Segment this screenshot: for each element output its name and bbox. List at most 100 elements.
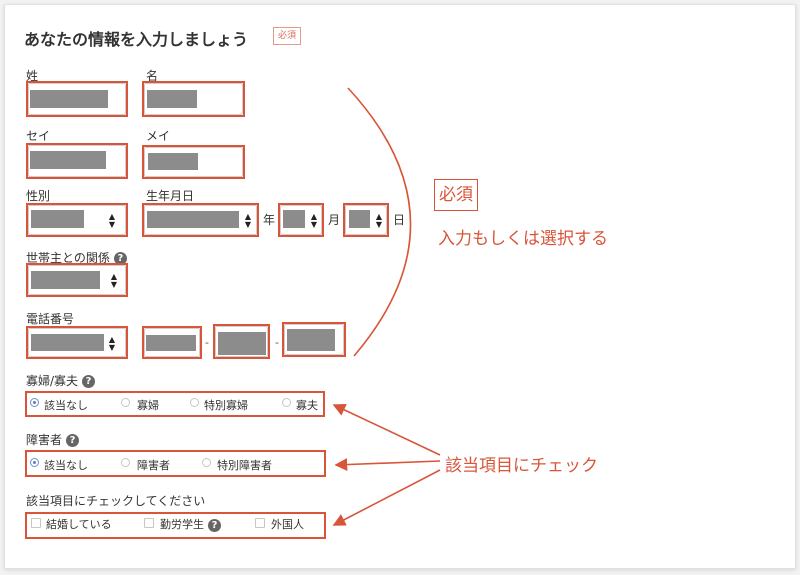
married-checkbox[interactable] — [31, 518, 41, 528]
phone-label: 電話番号 — [26, 312, 75, 326]
masked-value — [147, 211, 239, 228]
radio-label[interactable]: 特別障害者 — [217, 459, 272, 472]
radio-option[interactable] — [121, 458, 130, 467]
radio-option[interactable] — [202, 458, 211, 467]
radio-selected-icon — [30, 458, 39, 467]
highlight-frame — [213, 324, 270, 359]
checkbox-label: 勤労学生? — [160, 516, 221, 532]
required-badge: 必須 — [273, 27, 302, 45]
masked-value — [31, 334, 104, 351]
last-name-label: 姓 — [26, 69, 39, 83]
masked-value — [30, 90, 108, 108]
radio-option[interactable] — [282, 398, 291, 407]
highlight-frame — [25, 391, 325, 417]
select-arrows-icon: ▲▼ — [244, 213, 252, 229]
arrow-glyph: ▼ — [375, 220, 383, 229]
masked-value — [30, 151, 106, 169]
highlight-frame — [142, 81, 245, 117]
first-name-kana-label: メイ — [146, 129, 171, 143]
phone-separator: - — [275, 336, 279, 349]
bracket-curve — [347, 87, 412, 357]
masked-value — [283, 210, 305, 228]
arrow-applicable — [332, 469, 441, 526]
select-arrows-icon: ▲▼ — [108, 336, 116, 352]
masked-value — [349, 210, 370, 228]
annotation-required: 必須 — [434, 179, 478, 211]
widow-label: 寡婦/寡夫? — [26, 372, 96, 389]
masked-value — [218, 332, 266, 355]
select-arrows-icon: ▲▼ — [108, 213, 116, 229]
checkbox-label[interactable]: 外国人 — [271, 518, 304, 531]
highlight-frame — [142, 326, 202, 359]
radio-option[interactable] — [30, 398, 39, 407]
first-name-label: 名 — [146, 69, 159, 83]
masked-value — [147, 90, 197, 108]
highlight-frame — [25, 450, 326, 477]
month-unit: 月 — [328, 213, 341, 227]
arrow-glyph: ▲ — [108, 335, 116, 344]
masked-value — [287, 329, 335, 351]
arrow-glyph: ▲ — [375, 212, 383, 221]
highlight-frame — [343, 203, 389, 237]
highlight-frame — [26, 143, 128, 179]
highlight-frame — [26, 203, 128, 237]
radio-label[interactable]: 寡夫 — [296, 399, 318, 412]
gender-label: 性別 — [26, 189, 51, 203]
radio-option[interactable] — [121, 398, 130, 407]
highlight-frame — [142, 203, 259, 237]
checkbox-label[interactable]: 結婚している — [46, 518, 112, 531]
form-card — [4, 4, 796, 569]
masked-value — [148, 153, 198, 170]
applicable-label: 該当項目にチェックしてください — [26, 494, 206, 508]
radio-selected-icon — [30, 398, 39, 407]
arrow-glyph: ▼ — [110, 280, 118, 289]
year-unit: 年 — [263, 213, 276, 227]
phone-separator: - — [205, 336, 209, 349]
highlight-frame — [282, 322, 346, 357]
arrow-disability — [334, 458, 441, 471]
day-unit: 日 — [393, 213, 406, 227]
arrow-glyph: ▼ — [244, 220, 252, 229]
arrow-glyph: ▼ — [108, 343, 116, 352]
radio-label[interactable]: 障害者 — [137, 459, 170, 472]
highlight-frame — [26, 263, 128, 297]
highlight-frame — [25, 512, 326, 539]
help-icon[interactable]: ? — [113, 252, 127, 265]
arrow-glyph: ▲ — [110, 272, 118, 281]
help-icon[interactable]: ? — [82, 375, 96, 388]
arrow-glyph: ▲ — [108, 212, 116, 221]
highlight-frame — [278, 203, 324, 237]
radio-label[interactable]: 該当なし — [44, 399, 88, 412]
arrow-widow — [332, 403, 441, 456]
radio-label[interactable]: 寡婦 — [137, 399, 159, 412]
annotation-instruction: 入力もしくは選択する — [438, 229, 608, 249]
highlight-frame — [26, 81, 128, 117]
masked-value — [31, 271, 100, 289]
arrow-glyph: ▼ — [310, 220, 318, 229]
radio-option[interactable] — [30, 458, 39, 467]
masked-value — [31, 210, 84, 228]
foreigner-checkbox[interactable] — [255, 518, 265, 528]
radio-option[interactable] — [190, 398, 199, 407]
relation-label: 世帯主との関係? — [26, 249, 127, 266]
highlight-frame — [142, 145, 245, 179]
help-icon[interactable]: ? — [208, 518, 221, 532]
help-icon[interactable]: ? — [66, 434, 80, 447]
masked-value — [146, 335, 196, 351]
select-arrows-icon: ▲▼ — [310, 213, 318, 229]
arrow-glyph: ▼ — [108, 220, 116, 229]
radio-label[interactable]: 特別寡婦 — [204, 399, 248, 412]
select-arrows-icon: ▲▼ — [375, 213, 383, 229]
arrow-glyph: ▲ — [244, 212, 252, 221]
annotation-check: 該当項目にチェック — [445, 456, 598, 476]
working-student-checkbox[interactable] — [144, 518, 154, 528]
arrow-glyph: ▲ — [310, 212, 318, 221]
disability-label: 障害者? — [26, 431, 80, 448]
radio-label[interactable]: 該当なし — [44, 459, 88, 472]
last-name-kana-label: セイ — [26, 129, 51, 143]
select-arrows-icon: ▲▼ — [110, 273, 118, 289]
birthdate-label: 生年月日 — [146, 189, 195, 203]
highlight-frame — [26, 326, 128, 359]
page-title: あなたの情報を入力しましょう — [24, 30, 249, 49]
